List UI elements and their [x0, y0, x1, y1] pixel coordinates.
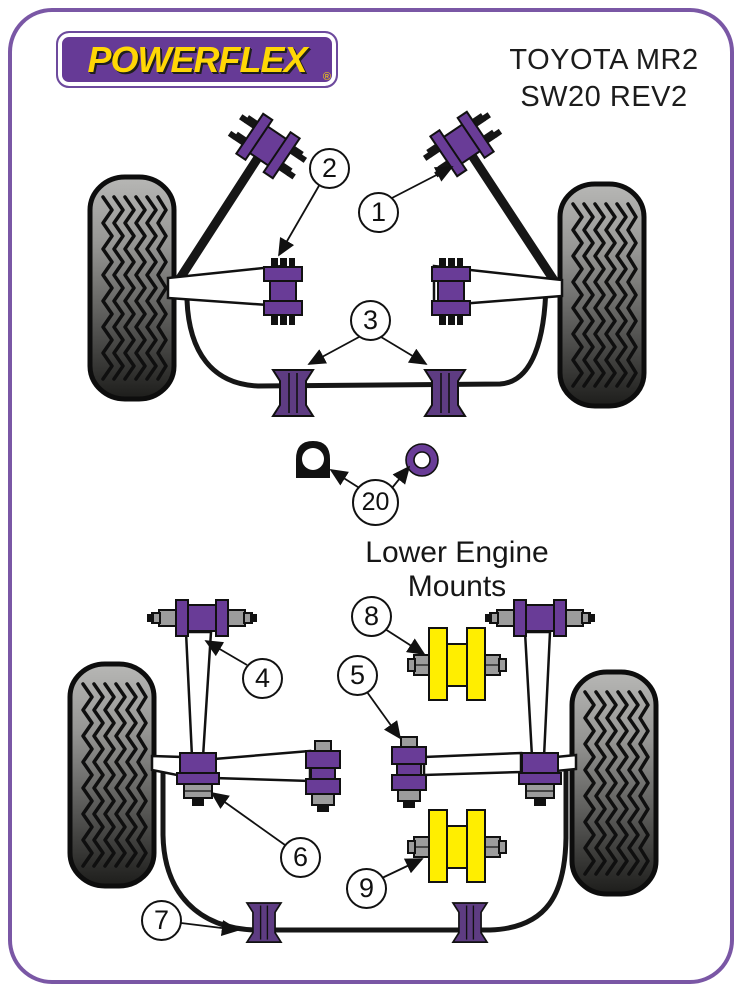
arrow-callout-20-left [329, 469, 362, 490]
powerflex-logo: POWERFLEX ® [56, 31, 338, 88]
arrow-callout-8 [384, 628, 426, 655]
rear-anti-roll-bar [160, 766, 569, 933]
front-arm-inner-bushing-right [431, 257, 471, 326]
callout-4: 4 [242, 658, 283, 699]
rear-link-right [523, 630, 552, 759]
callout-20: 20 [352, 479, 399, 526]
lower-engine-mounts-line1: Lower Engine [365, 536, 549, 569]
vehicle-title: TOYOTA MR2 SW20 REV2 [478, 42, 730, 116]
arb-ring-bushing [405, 443, 439, 477]
front-arb-bushing-right [424, 369, 466, 417]
arrow-callout-2 [278, 183, 321, 257]
callout-5: 5 [337, 655, 378, 696]
lower-engine-mount-upper [407, 627, 507, 701]
rear-arb-bushing-right [452, 902, 488, 943]
arrow-callout-5 [366, 691, 402, 740]
callout-arrows [180, 166, 454, 937]
lower-engine-mount-lower [407, 809, 507, 883]
page-border [8, 8, 734, 984]
rear-arm-mid-right [422, 751, 523, 777]
arrow-callout-3-right [380, 336, 428, 365]
arrow-callout-3-left [307, 336, 360, 365]
vehicle-title-line2: SW20 REV2 [520, 81, 688, 113]
callout-9: 9 [346, 868, 387, 909]
front-arm-inner-bushing-left [263, 257, 303, 326]
lower-engine-mounts-label: Lower Engine Mounts [350, 536, 564, 604]
callout-2: 2 [309, 148, 350, 189]
front-strut-left [172, 148, 266, 288]
tire-front-left [90, 177, 174, 399]
rear-arm-bushing-left [305, 740, 341, 812]
rear-link-bottom-bushing-right [518, 752, 562, 806]
callout-3: 3 [350, 300, 391, 341]
arb-clamp-hole [302, 448, 324, 470]
arrow-callout-4 [204, 640, 248, 666]
rear-link-top-bushing-right [485, 599, 595, 637]
callout-6: 6 [280, 837, 321, 878]
arrow-callout-6 [210, 791, 286, 846]
callout-1: 1 [358, 192, 399, 233]
powerflex-logo-text: POWERFLEX [87, 38, 307, 80]
lower-engine-mounts-line2: Mounts [407, 570, 507, 603]
rear-arm-bushing-center [391, 736, 427, 808]
rear-link-bottom-bushing-left [176, 752, 220, 806]
arrow-callout-20-right [391, 465, 411, 489]
arrow-callout-9 [381, 858, 424, 879]
callout-8: 8 [351, 596, 392, 637]
front-top-mount-left [221, 103, 315, 189]
callout-7: 7 [141, 900, 182, 941]
front-arb-bushing-left [272, 369, 314, 417]
arrow-callout-1 [389, 166, 454, 200]
rear-link-left [184, 630, 213, 759]
rear-link-top-bushing-left [147, 599, 257, 637]
front-strut-right [464, 146, 562, 290]
registered-trademark-symbol: ® [322, 71, 331, 83]
rear-arm-mid-left [212, 749, 312, 783]
vehicle-title-line1: TOYOTA MR2 [509, 44, 699, 76]
tire-front-right [560, 184, 644, 406]
rear-arb-bushing-left [246, 902, 282, 943]
tire-rear-left [70, 664, 154, 886]
front-anti-roll-bar [184, 278, 549, 389]
tire-rear-right [572, 672, 656, 894]
arrow-callout-7 [180, 919, 240, 937]
